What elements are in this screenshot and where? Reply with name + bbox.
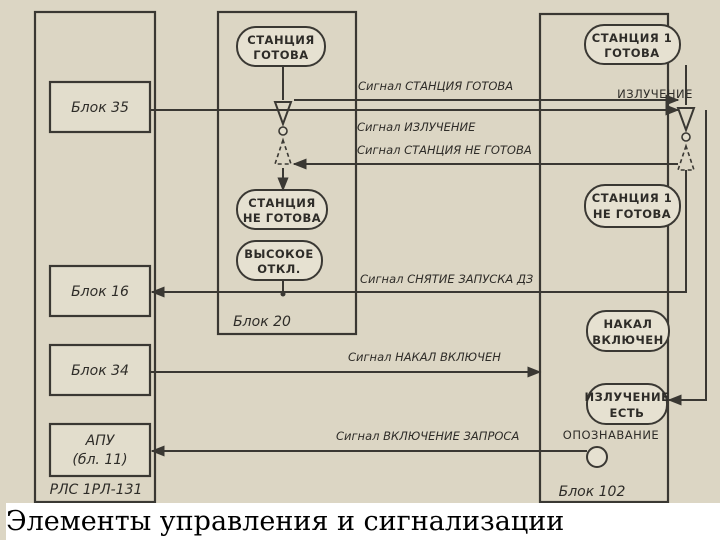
- signal-station-ready-label: Сигнал СТАНЦИЯ ГОТОВА: [358, 79, 513, 93]
- rls-frame-label: РЛС 1РЛ-131: [50, 482, 143, 498]
- pill-station-not-ready-line2: НЕ ГОТОВА: [243, 211, 321, 225]
- rls-frame: [33, 10, 157, 504]
- block-16: [48, 264, 152, 318]
- block-102-frame: [538, 12, 670, 504]
- pill-emission-present-line1: ИЗЛУЧЕНИЕ: [585, 390, 670, 404]
- signal-emission-label: Сигнал ИЗЛУЧЕНИЕ: [357, 120, 476, 134]
- pill-station-ready: [236, 26, 326, 67]
- block-34-label: Блок 34: [71, 363, 129, 379]
- pill-high-off-line2: ОТКЛ.: [257, 262, 300, 276]
- signal-launch-removal-label: Сигнал СНЯТИЕ ЗАПУСКА ДЗ: [360, 272, 534, 286]
- line-launch-removal: [150, 170, 687, 298]
- b20-dashed-switch: [273, 137, 293, 165]
- block-35-label: Блок 35: [71, 100, 129, 116]
- block-apu: [48, 422, 152, 478]
- block-apu-line2: (бл. 11): [72, 452, 127, 468]
- block-20-frame: [216, 10, 358, 336]
- pill-station1-ready-line2: ГОТОВА: [604, 46, 659, 60]
- pill-station-ready-line1: СТАНЦИЯ: [247, 33, 314, 47]
- signal-station-not-ready-label: Сигнал СТАНЦИЯ НЕ ГОТОВА: [357, 143, 532, 157]
- pill-station-ready-line2: ГОТОВА: [253, 48, 308, 62]
- pill-heat-on: [586, 310, 670, 352]
- block-34: [48, 343, 152, 397]
- b20-solid-switch: [273, 101, 293, 127]
- pill-station1-not-ready: [584, 184, 681, 228]
- block-20-label: Блок 20: [233, 314, 291, 330]
- slide-caption: Элементы управления и сигнализации: [6, 503, 720, 540]
- signal-heat-on-label: Сигнал НАКАЛ ВКЛЮЧЕН: [348, 350, 501, 364]
- block-apu-line1: АПУ: [85, 433, 116, 449]
- pill-high-off: [236, 240, 323, 281]
- pill-heat-on-line2: ВКЛЮЧЕН: [592, 333, 664, 347]
- emission-label: ИЗЛУЧЕНИЕ: [617, 87, 693, 101]
- block-102-label: Блок 102: [559, 484, 626, 500]
- pill-station1-not-ready-line2: НЕ ГОТОВА: [593, 207, 671, 221]
- pill-high-off-line1: ВЫСОКОЕ: [244, 247, 313, 261]
- pill-station1-ready-line1: СТАНЦИЯ 1: [592, 31, 672, 45]
- block-35: [48, 80, 152, 134]
- block-16-label: Блок 16: [71, 284, 129, 300]
- pill-heat-on-line1: НАКАЛ: [604, 317, 653, 331]
- b102-dashed-switch: [676, 143, 696, 171]
- identification-lamp: [586, 446, 608, 468]
- pill-station1-ready: [584, 24, 681, 65]
- identification-label: ОПОЗНАВАНИЕ: [563, 428, 659, 442]
- pill-emission-present: [586, 383, 668, 425]
- b102-solid-switch: [676, 107, 696, 133]
- b102-switch-pivot: [681, 132, 691, 142]
- pill-emission-present-line2: ЕСТЬ: [610, 406, 645, 420]
- b20-switch-pivot: [278, 126, 288, 136]
- line-emission-present: [667, 110, 707, 406]
- pill-station1-not-ready-line1: СТАНЦИЯ 1: [592, 191, 672, 205]
- pill-station-not-ready-line1: СТАНЦИЯ: [248, 196, 315, 210]
- signal-request-on-label: Сигнал ВКЛЮЧЕНИЕ ЗАПРОСА: [336, 429, 519, 443]
